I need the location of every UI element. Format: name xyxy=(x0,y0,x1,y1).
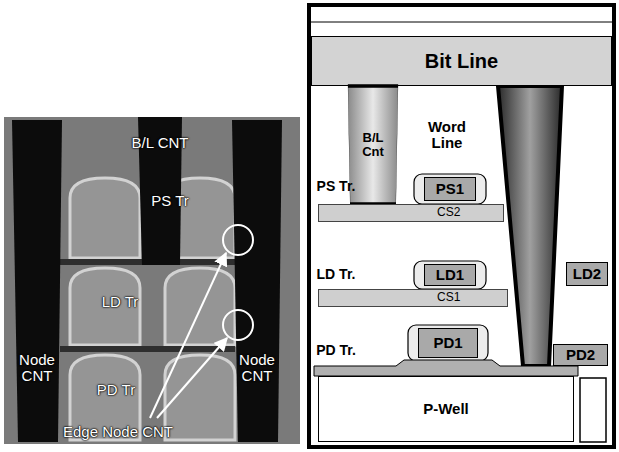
photo-label: PS Tr xyxy=(151,193,189,209)
node-text: LD2 xyxy=(573,266,601,283)
schematic-frame xyxy=(309,5,614,447)
highlight-circle xyxy=(223,225,253,255)
gate-box: LD2 xyxy=(566,262,608,286)
node-text: Bit Line xyxy=(425,50,498,72)
gate-box: LD1 xyxy=(424,264,476,286)
layer-label: Word Line xyxy=(422,119,472,151)
gate-box: PD1 xyxy=(418,328,478,358)
highlight-circle xyxy=(223,310,253,340)
photo-label: Edge Node CNT xyxy=(63,424,173,440)
node-text: B/L Cnt xyxy=(355,131,391,160)
gate-spacer xyxy=(414,174,486,204)
node-text: PD1 xyxy=(433,335,462,352)
photo-label: PD Tr xyxy=(97,382,135,398)
gate-arch xyxy=(70,178,140,258)
top-layer-line xyxy=(311,22,612,23)
layer-label: LD Tr. xyxy=(317,267,356,282)
node-text: CS1 xyxy=(437,291,460,304)
node-contact xyxy=(232,120,282,442)
isolation-block xyxy=(580,378,606,442)
photo-label: LD Tr xyxy=(102,294,139,310)
gate-box: PD2 xyxy=(553,344,608,366)
node-text: CS2 xyxy=(437,206,460,219)
channel-layer xyxy=(60,346,235,352)
contact-plug: B/L Cnt xyxy=(348,86,398,204)
node-text: PS1 xyxy=(436,181,464,198)
gate-spacer xyxy=(408,325,488,361)
substrate-surface xyxy=(314,360,578,376)
gate-spacer xyxy=(414,261,486,289)
layer-band: CS2 xyxy=(318,204,504,222)
gate-box: PS1 xyxy=(424,177,476,201)
node-contact xyxy=(12,120,62,442)
photo-label: B/L CNT xyxy=(132,135,189,151)
leader-arrow xyxy=(150,253,226,418)
leader-arrow xyxy=(157,338,227,418)
node-text: LD1 xyxy=(436,267,464,284)
node-text: P-Well xyxy=(423,401,469,418)
layer-label: PD Tr. xyxy=(316,343,356,358)
contact-plug-shape xyxy=(348,86,398,204)
layer-band: CS1 xyxy=(318,289,508,307)
photo-label: Node CNT xyxy=(14,352,60,384)
bit-line-band: Bit Line xyxy=(311,36,612,86)
photo-label: Node CNT xyxy=(234,352,280,384)
node-text: PD2 xyxy=(566,347,595,364)
well-region: P-Well xyxy=(318,376,574,442)
sem-photo xyxy=(4,117,300,444)
layer-label: PS Tr. xyxy=(317,179,356,194)
node-contact xyxy=(498,86,562,366)
gate-arch xyxy=(70,268,140,345)
